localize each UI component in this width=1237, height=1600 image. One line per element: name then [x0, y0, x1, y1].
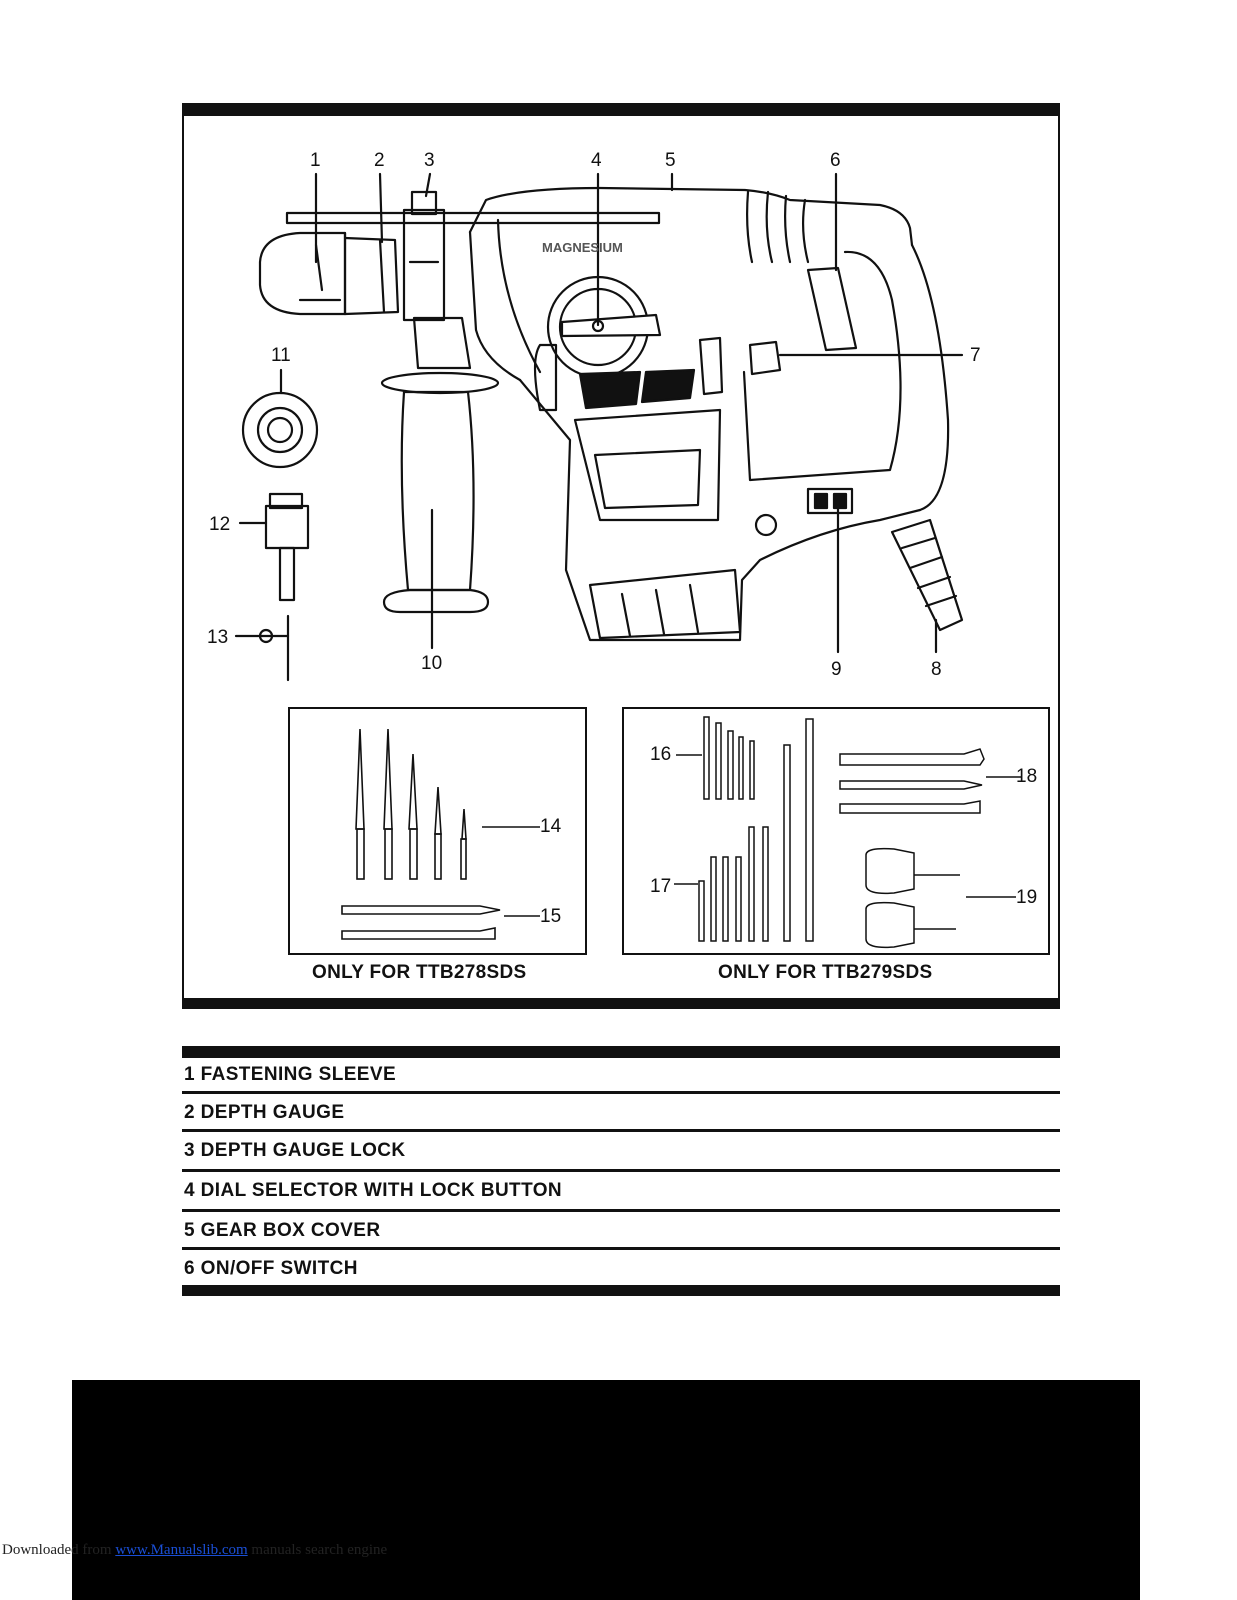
speed-control — [806, 487, 854, 515]
callout-10: 10 — [421, 653, 443, 674]
manualslib-link[interactable]: www.Manualslib.com — [115, 1542, 248, 1558]
caption-ttb278: ONLY FOR TTB278SDS — [312, 962, 527, 983]
legend-row-4: 4 DIAL SELECTOR WITH LOCK BUTTON — [182, 1172, 1060, 1212]
depth-gauge-rod — [285, 211, 661, 225]
legend-item-5: 5 GEAR BOX COVER — [184, 1220, 381, 1241]
accessory-box-ttb279: 16 17 18 19 — [622, 707, 1050, 955]
callout-16: 16 — [650, 744, 672, 765]
rear-handle-back — [910, 243, 950, 512]
callout-3: 3 — [424, 150, 435, 171]
callout-19: 19 — [1016, 887, 1038, 908]
caption-ttb279: ONLY FOR TTB279SDS — [718, 962, 933, 983]
adapter-disc — [241, 391, 319, 469]
callout-4: 4 — [591, 150, 602, 171]
callout-1: 1 — [310, 150, 321, 171]
callout-11: 11 — [271, 345, 291, 366]
on-off-switch — [806, 266, 858, 352]
legend-item-2: 2 DEPTH GAUGE — [184, 1102, 345, 1123]
attribution-suffix: manuals search engine — [247, 1542, 388, 1558]
legend-row-5: 5 GEAR BOX COVER — [182, 1212, 1060, 1250]
legend-item-6: 6 ON/OFF SWITCH — [184, 1258, 358, 1279]
gearbox-top — [468, 186, 914, 247]
callout-14: 14 — [540, 816, 562, 837]
callout-8: 8 — [931, 659, 942, 680]
legend-top-rule — [182, 1046, 1060, 1058]
callout-15: 15 — [540, 906, 562, 927]
callout-17: 17 — [650, 876, 672, 897]
legend-row-1: 1 FASTENING SLEEVE — [182, 1056, 1060, 1094]
illustration-frame — [182, 103, 1060, 1009]
legend-item-3: 3 DEPTH GAUGE LOCK — [184, 1140, 406, 1161]
legend-row-3: 3 DEPTH GAUGE LOCK — [182, 1132, 1060, 1172]
legend-bottom-rule — [182, 1285, 1060, 1296]
legend-item-4: 4 DIAL SELECTOR WITH LOCK BUTTON — [184, 1180, 563, 1201]
callout-13: 13 — [207, 627, 229, 648]
fastening-sleeve-shape — [258, 231, 347, 316]
legend-row-2: 2 DEPTH GAUGE — [182, 1094, 1060, 1132]
legend-item-1: 1 FASTENING SLEEVE — [184, 1064, 397, 1085]
attribution-prefix: Downloaded from — [2, 1542, 112, 1558]
callout-9: 9 — [831, 659, 842, 680]
accessory-box-ttb278: 14 15 — [288, 707, 587, 955]
callout-18: 18 — [1016, 766, 1038, 787]
cable-sleeve — [890, 518, 964, 632]
footer-black-block — [72, 1380, 1140, 1600]
callout-2: 2 — [374, 150, 385, 171]
brand-text: MAGNESIUM — [542, 240, 623, 255]
callout-7: 7 — [970, 345, 981, 366]
side-handle-grip — [400, 390, 475, 592]
download-attribution: Downloaded from www.Manualslib.com manua… — [2, 1542, 387, 1559]
legend-row-6: 6 ON/OFF SWITCH — [182, 1250, 1060, 1288]
callout-6: 6 — [830, 150, 841, 171]
handle-guard — [380, 371, 500, 395]
callout-12: 12 — [209, 514, 231, 535]
callout-5: 5 — [665, 150, 676, 171]
